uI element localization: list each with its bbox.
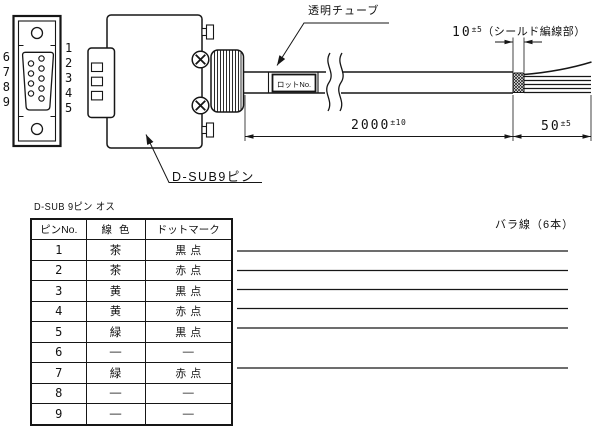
- face-pin-label-1: 1: [65, 41, 73, 55]
- cell-color: 茶: [85, 259, 146, 281]
- cable-length-tolerance: ±10: [390, 118, 407, 127]
- break-line: [338, 52, 344, 112]
- shell-hatch: [214, 50, 242, 112]
- table-row: 5 緑 黒点: [30, 321, 233, 343]
- cell-color: 黄: [85, 300, 146, 322]
- dsub-housing-graphic: [87, 14, 245, 149]
- table-row: 2 茶 赤点: [30, 259, 233, 281]
- strip-length-tolerance: ±5: [560, 119, 572, 128]
- dimension-arrows: [245, 39, 591, 139]
- table-row: 3 黄 黒点: [30, 280, 233, 302]
- cell-pin: 5: [30, 321, 87, 343]
- cell-color: ―: [85, 382, 146, 404]
- cell-color: ―: [85, 341, 146, 363]
- lot-no-label: ロットNo.: [276, 79, 312, 89]
- cable-length-dimension: 2000±10: [351, 118, 406, 133]
- cell-pin: 8: [30, 382, 87, 404]
- pin-table-header-row: ピンNo. 線色 ドットマーク: [30, 218, 233, 240]
- leader-lines: [145, 22, 389, 183]
- screw-top-icon: [191, 50, 210, 69]
- pin-table-title: D-SUB 9ピン オス: [34, 202, 116, 213]
- face-pin-label-3: 3: [65, 71, 73, 85]
- cell-color: 緑: [85, 321, 146, 343]
- cell-color: 緑: [85, 362, 146, 384]
- stripped-wires: [523, 61, 592, 94]
- table-row: 9 ― ―: [30, 403, 233, 425]
- face-pin-label-6: 6: [2, 50, 10, 64]
- cell-mark: 赤点: [144, 259, 233, 281]
- cell-color: 黄: [85, 280, 146, 302]
- header-dot-mark: ドットマーク: [144, 218, 233, 240]
- shield-dimension: 10±5（シールド編線部）: [452, 24, 586, 40]
- face-pin-label-5: 5: [65, 101, 73, 115]
- loose-wire-lines: [237, 250, 568, 369]
- cell-mark: 黒点: [144, 321, 233, 343]
- strip-length-dimension: 50±5: [541, 119, 571, 134]
- cell-mark: 黒点: [144, 280, 233, 302]
- cell-pin: 6: [30, 341, 87, 363]
- cell-color: 茶: [85, 239, 146, 261]
- cell-pin: 4: [30, 300, 87, 322]
- pin-table: ピンNo. 線色 ドットマーク 1 茶 黒点 2 茶 赤点 3 黄 黒点 4 黄…: [30, 218, 233, 426]
- pin-holes: [27, 55, 45, 102]
- table-row: 4 黄 赤点: [30, 300, 233, 322]
- shield-dim-note: （シールド編線部）: [482, 26, 586, 38]
- dsub-connector-label: D-SUB9ピン: [172, 170, 255, 184]
- cell-mark: ―: [144, 403, 233, 425]
- cell-mark: ―: [144, 341, 233, 363]
- cell-pin: 3: [30, 280, 87, 302]
- header-wire-color: 線色: [85, 218, 146, 240]
- cell-pin: 7: [30, 362, 87, 384]
- face-pin-label-9: 9: [2, 95, 10, 109]
- face-pin-label-4: 4: [65, 86, 73, 100]
- cell-pin: 2: [30, 259, 87, 281]
- screw-bottom-icon: [191, 96, 210, 115]
- cell-mark: 黒点: [144, 239, 233, 261]
- header-pin-no: ピンNo.: [30, 218, 87, 240]
- face-pin-label-8: 8: [2, 80, 10, 94]
- table-row: 7 緑 赤点: [30, 362, 233, 384]
- cable-graphic: [244, 52, 592, 112]
- shield-dim-value: 10: [452, 25, 472, 40]
- cell-pin: 1: [30, 239, 87, 261]
- loose-wires-label: バラ線（6本）: [495, 219, 575, 231]
- dsub-face-view-graphic: [12, 14, 62, 148]
- cell-mark: ―: [144, 382, 233, 404]
- shield-dim-tolerance: ±5: [471, 25, 483, 34]
- cell-pin: 9: [30, 403, 87, 425]
- cell-mark: 赤点: [144, 300, 233, 322]
- cable-length-value: 2000: [351, 118, 391, 133]
- table-row: 6 ― ―: [30, 341, 233, 363]
- break-line: [326, 52, 332, 112]
- face-pin-label-2: 2: [65, 56, 73, 70]
- cell-mark: 赤点: [144, 362, 233, 384]
- shield-braid-section: [512, 72, 525, 93]
- strip-length-value: 50: [541, 119, 561, 134]
- table-row: 8 ― ―: [30, 382, 233, 404]
- table-row: 1 茶 黒点: [30, 239, 233, 261]
- transparent-tube-label: 透明チューブ: [308, 5, 380, 17]
- cell-color: ―: [85, 403, 146, 425]
- face-pin-label-7: 7: [2, 65, 10, 79]
